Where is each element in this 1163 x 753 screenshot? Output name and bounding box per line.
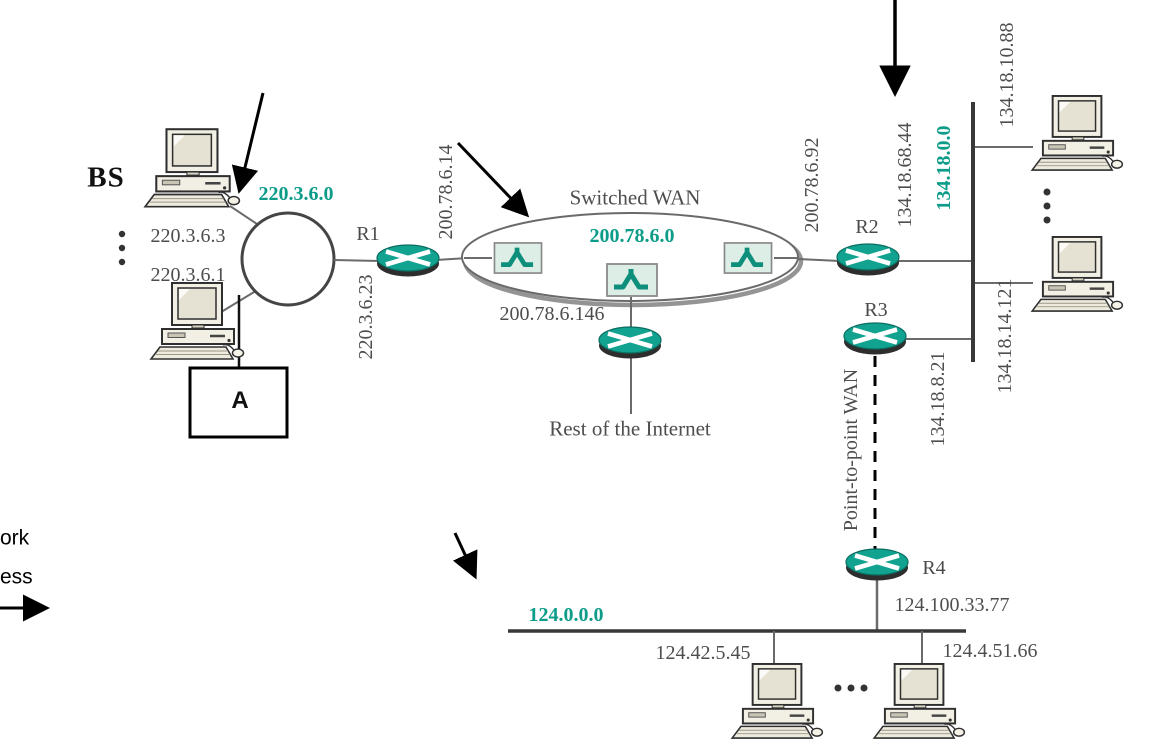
router-icon-r1 [377,245,439,277]
network-address-124-0-0-0: 124.0.0.0 [528,604,604,626]
wan-switch-icon-right [724,243,771,273]
host-address-134-18-14-121: 134.18.14.121 [994,278,1016,394]
wan-switch-icon-middle [607,264,657,296]
ellipsis-right-hosts [1043,188,1051,224]
host-a-box [188,366,289,439]
host-address-124-42-5-45: 124.42.5.45 [655,642,751,664]
network-address-134-18-0-0: 134.18.0.0 [933,125,955,211]
network-address-200-78-6-0: 200.78.6.0 [589,225,675,247]
host-address-220-3-6-3: 220.3.6.3 [150,225,226,247]
port-address-200-78-6-14: 200.78.6.14 [435,144,457,240]
pointer-arrow-switched-wan [456,141,530,218]
router-icon-r2 [837,244,899,276]
router-r2-label: R2 [855,216,879,238]
host-address-124-4-51-66: 124.4.51.66 [942,640,1038,662]
computer-icon-left-lower [149,282,245,361]
side-note-line2: ess [0,565,33,589]
computer-icon-left-upper [143,128,241,209]
port-address-134-18-8-21: 134.18.8.21 [927,351,949,447]
side-note-line1: ork [0,526,30,550]
computer-icon-right-top [1030,95,1124,172]
port-address-200-78-6-92: 200.78.6.92 [801,137,823,233]
ring-network [240,211,336,307]
computer-icon-bottom-right [872,663,966,740]
host-a-label: A [231,387,249,414]
switched-wan-title: Switched WAN [569,185,701,210]
host-address-134-18-10-88: 134.18.10.88 [996,22,1018,128]
rest-of-internet-label: Rest of the Internet [549,416,711,441]
network-address-220-3-6-0: 220.3.6.0 [258,183,334,205]
router-r3-label: R3 [864,299,888,321]
point-to-point-wan-title: Point-to-point WAN [840,368,862,532]
router-icon-r3 [844,323,906,355]
router-icon-r4 [846,549,908,581]
link-ring-to-r1 [333,259,381,262]
computer-icon-right-bottom [1030,236,1124,313]
router-r4-label: R4 [922,557,946,579]
router-r1-label: R1 [356,223,380,245]
pointer-arrow-left-network [231,92,265,194]
ellipsis-left-hosts [118,230,126,266]
computer-icon-bottom-left [730,663,824,740]
port-address-124-100-33-77: 124.100.33.77 [894,594,1010,616]
pointer-arrow-bottom-network [452,532,478,580]
host-address-220-3-6-1: 220.3.6.1 [150,264,226,286]
link-wan-to-r2 [797,258,841,262]
ellipsis-bottom-hosts [834,684,868,692]
wan-switch-icon-left [494,243,541,273]
port-address-220-3-6-23: 220.3.6.23 [355,274,377,360]
router-icon-internet [599,327,661,359]
port-address-200-78-6-146: 200.78.6.146 [499,303,605,325]
port-address-134-18-68-44: 134.18.68.44 [894,122,916,228]
station-bs-label: BS [87,161,125,194]
